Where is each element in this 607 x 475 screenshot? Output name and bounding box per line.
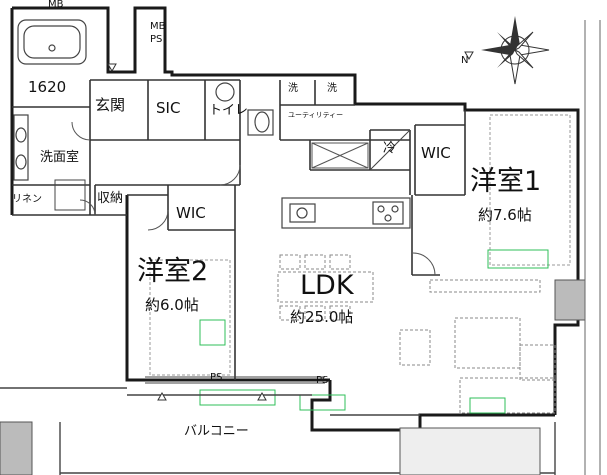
label-utility: ユーティリティー xyxy=(288,111,344,119)
bed-room1 xyxy=(489,114,571,266)
label-wic-1: WIC xyxy=(421,144,451,162)
label-bath-size: 1620 xyxy=(28,78,67,96)
wash-basin xyxy=(13,114,29,181)
washing-machine xyxy=(54,179,86,211)
pillar-right xyxy=(554,279,586,321)
label-laundry-1: 洗 xyxy=(288,83,298,94)
kitchen-island xyxy=(281,197,411,229)
compass-rose xyxy=(481,16,550,85)
vent-marks xyxy=(107,51,474,401)
label-laundry-2: 洗 xyxy=(327,83,337,94)
label-compass-n: N xyxy=(461,55,469,66)
label-room1-size: 約7.6帖 xyxy=(478,206,532,224)
pillar-left xyxy=(0,421,33,475)
east-facade xyxy=(584,20,601,475)
utility-counter xyxy=(311,142,369,169)
green-fixtures xyxy=(199,249,549,414)
label-wic-2: WIC xyxy=(176,204,206,222)
label-mb: MB xyxy=(150,21,166,32)
label-ps-2: PS xyxy=(316,375,329,386)
label-entrance: 玄関 xyxy=(95,96,126,114)
label-ps-top: PS xyxy=(150,34,163,45)
label-storage: 収納 xyxy=(97,191,124,206)
living-set xyxy=(399,279,556,414)
bed-room2 xyxy=(149,259,231,376)
pillar-bottom xyxy=(399,427,541,475)
label-toilet: トイレ xyxy=(209,103,249,118)
label-sic: SIC xyxy=(156,99,181,117)
label-room1-name: 洋室1 xyxy=(470,166,542,197)
inner-walls xyxy=(12,79,466,380)
label-mb-top: MB xyxy=(48,0,64,10)
south-sash xyxy=(145,376,325,384)
toilet-fixture xyxy=(215,82,274,136)
label-ldk-size: 約25.0帖 xyxy=(290,308,354,326)
label-room2-size: 約6.0帖 xyxy=(145,296,199,314)
label-linen: リネン xyxy=(12,194,42,205)
fridge-box xyxy=(369,129,411,171)
label-ldk-name: LDK xyxy=(300,270,354,301)
dining-set xyxy=(277,254,374,321)
doors xyxy=(71,121,436,276)
label-balcony: バルコニー xyxy=(184,424,249,439)
label-fridge: 冷 xyxy=(383,141,397,156)
label-washroom: 洗面室 xyxy=(40,150,80,165)
label-room2-name: 洋室2 xyxy=(137,256,209,287)
bathtub xyxy=(17,19,87,65)
label-ps-1: PS xyxy=(210,372,223,383)
